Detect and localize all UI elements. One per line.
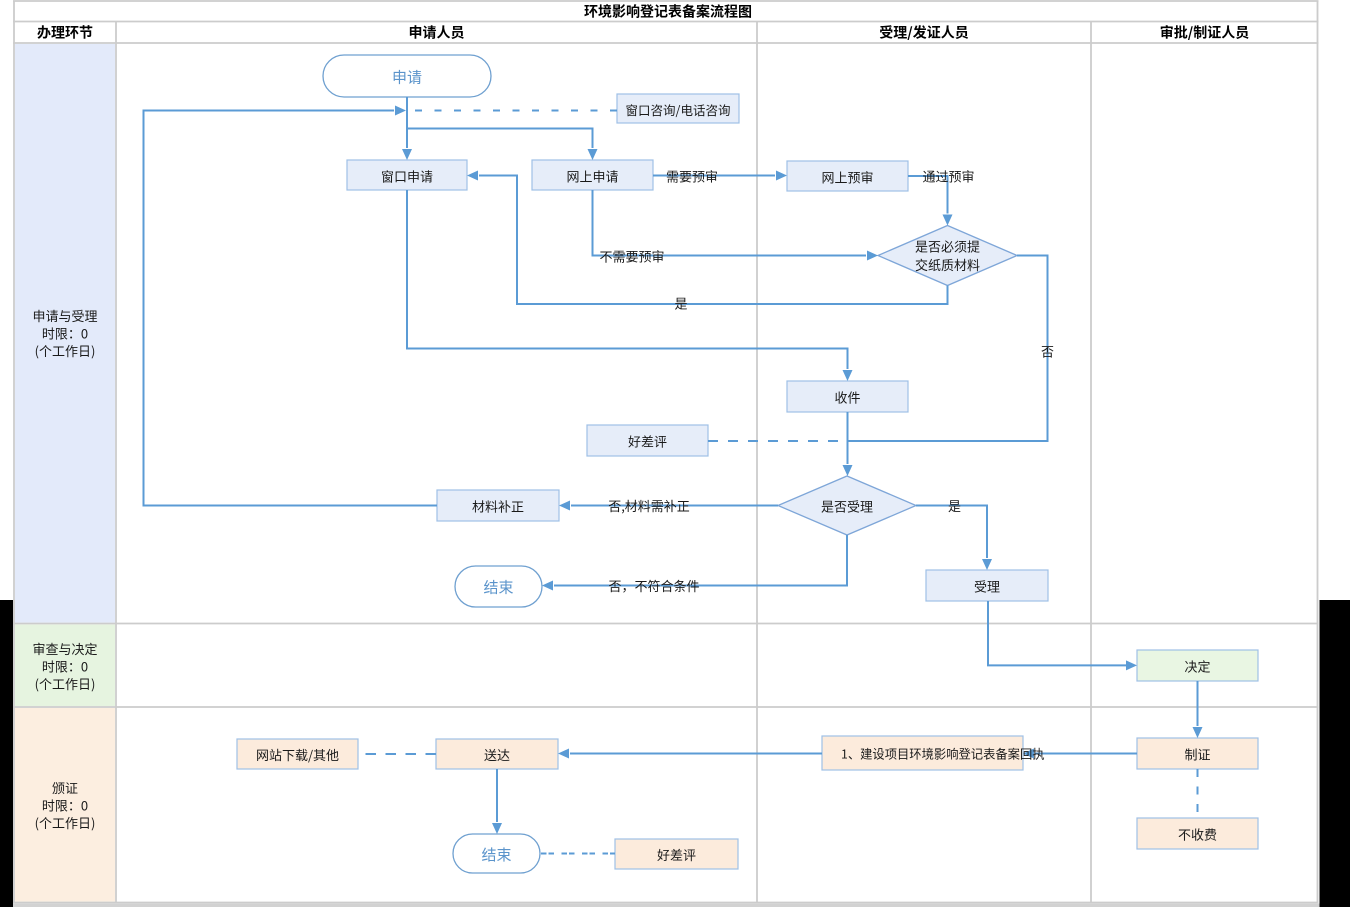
svg-text:交纸质材料: 交纸质材料 <box>915 255 980 274</box>
svg-text:网上预审: 网上预审 <box>821 168 873 187</box>
svg-text:收件: 收件 <box>834 388 860 407</box>
svg-text:网上申请: 网上申请 <box>566 167 618 186</box>
svg-text:否: 否 <box>1041 342 1054 361</box>
svg-text:时限：0: 时限：0 <box>42 796 88 815</box>
svg-text:1、建设项目环境影响登记表备案回执: 1、建设项目环境影响登记表备案回执 <box>841 745 1045 763</box>
svg-text:是否受理: 是否受理 <box>821 497 873 516</box>
svg-text:受理/发证人员: 受理/发证人员 <box>879 23 968 43</box>
svg-text:否，不符合条件: 否，不符合条件 <box>608 576 699 595</box>
svg-text:(个工作日): (个工作日) <box>35 813 96 832</box>
svg-text:是: 是 <box>948 496 961 515</box>
svg-text:办理环节: 办理环节 <box>37 23 93 43</box>
svg-text:申请与受理: 申请与受理 <box>32 306 97 325</box>
svg-text:送达: 送达 <box>484 745 510 764</box>
svg-text:窗口申请: 窗口申请 <box>381 167 433 186</box>
svg-text:需要预审: 需要预审 <box>666 167 718 186</box>
svg-text:申请人员: 申请人员 <box>409 23 465 43</box>
svg-text:好差评: 好差评 <box>657 845 696 864</box>
svg-text:受理: 受理 <box>974 577 1000 596</box>
svg-text:申请: 申请 <box>392 67 422 88</box>
svg-text:制证: 制证 <box>1184 745 1210 764</box>
svg-text:否,材料需补正: 否,材料需补正 <box>608 496 690 515</box>
svg-text:结束: 结束 <box>483 577 513 598</box>
svg-text:决定: 决定 <box>1184 657 1210 676</box>
svg-text:(个工作日): (个工作日) <box>35 341 96 360</box>
svg-text:是否必须提: 是否必须提 <box>915 237 980 256</box>
svg-text:好差评: 好差评 <box>628 432 667 451</box>
svg-text:是: 是 <box>674 294 687 313</box>
svg-text:时限：0: 时限：0 <box>42 324 88 343</box>
svg-text:审查与决定: 审查与决定 <box>32 639 97 658</box>
svg-text:结束: 结束 <box>481 844 511 865</box>
svg-text:时限：0: 时限：0 <box>42 657 88 676</box>
svg-text:窗口咨询/电话咨询: 窗口咨询/电话咨询 <box>626 100 731 119</box>
svg-text:通过预审: 通过预审 <box>922 167 974 186</box>
svg-text:(个工作日): (个工作日) <box>35 674 96 693</box>
svg-text:审批/制证人员: 审批/制证人员 <box>1160 23 1249 43</box>
svg-text:不需要预审: 不需要预审 <box>599 247 664 266</box>
svg-text:网站下载/其他: 网站下载/其他 <box>256 745 339 764</box>
svg-text:颁证: 颁证 <box>52 778 78 797</box>
svg-text:环境影响登记表备案流程图: 环境影响登记表备案流程图 <box>584 2 752 22</box>
svg-text:材料补正: 材料补正 <box>472 497 524 516</box>
svg-text:不收费: 不收费 <box>1178 825 1217 844</box>
